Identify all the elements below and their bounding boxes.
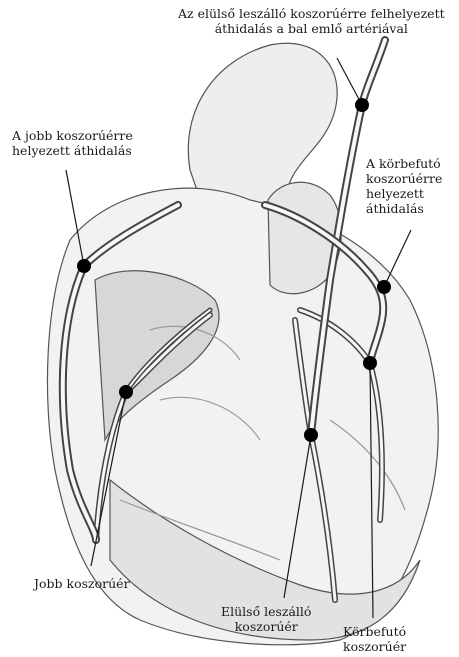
- dot-circumflex-graft: [377, 280, 391, 294]
- leader-lima-graft: [337, 58, 362, 105]
- dot-lima-graft: [355, 98, 369, 112]
- label-right-graft-line2: helyezett áthidalás: [12, 143, 133, 158]
- label-circumflex-graft-line4: áthidalás: [366, 201, 442, 216]
- label-circumflex: Körbefutó koszorúér: [343, 624, 406, 654]
- label-circumflex-line1: Körbefutó: [343, 624, 406, 639]
- label-circumflex-graft: A körbefutó koszorúérre helyezett áthida…: [366, 156, 442, 216]
- label-right-coronary: Jobb koszorúér: [34, 576, 130, 591]
- label-lad: Elülső leszálló koszorúér: [221, 604, 311, 634]
- leader-circumflex-graft: [384, 230, 411, 287]
- label-right-graft: A jobb koszorúérre helyezett áthidalás: [12, 128, 133, 158]
- label-lima-graft-line2: áthidalás a bal emlő artériával: [178, 21, 445, 36]
- label-lad-line2: koszorúér: [221, 619, 311, 634]
- dot-circumflex: [363, 356, 377, 370]
- label-circumflex-graft-line3: helyezett: [366, 186, 442, 201]
- label-lima-graft-line1: Az elülső leszálló koszorúérre felhelyez…: [178, 6, 445, 21]
- dot-lad: [304, 428, 318, 442]
- label-lad-line1: Elülső leszálló: [221, 604, 311, 619]
- dot-right-coronary: [119, 385, 133, 399]
- label-right-graft-line1: A jobb koszorúérre: [12, 128, 133, 143]
- label-circumflex-graft-line1: A körbefutó: [366, 156, 442, 171]
- label-lima-graft: Az elülső leszálló koszorúérre felhelyez…: [178, 6, 445, 36]
- dot-right-graft: [77, 259, 91, 273]
- label-circumflex-line2: koszorúér: [343, 639, 406, 654]
- label-circumflex-graft-line2: koszorúérre: [366, 171, 442, 186]
- label-right-coronary-line1: Jobb koszorúér: [34, 576, 130, 591]
